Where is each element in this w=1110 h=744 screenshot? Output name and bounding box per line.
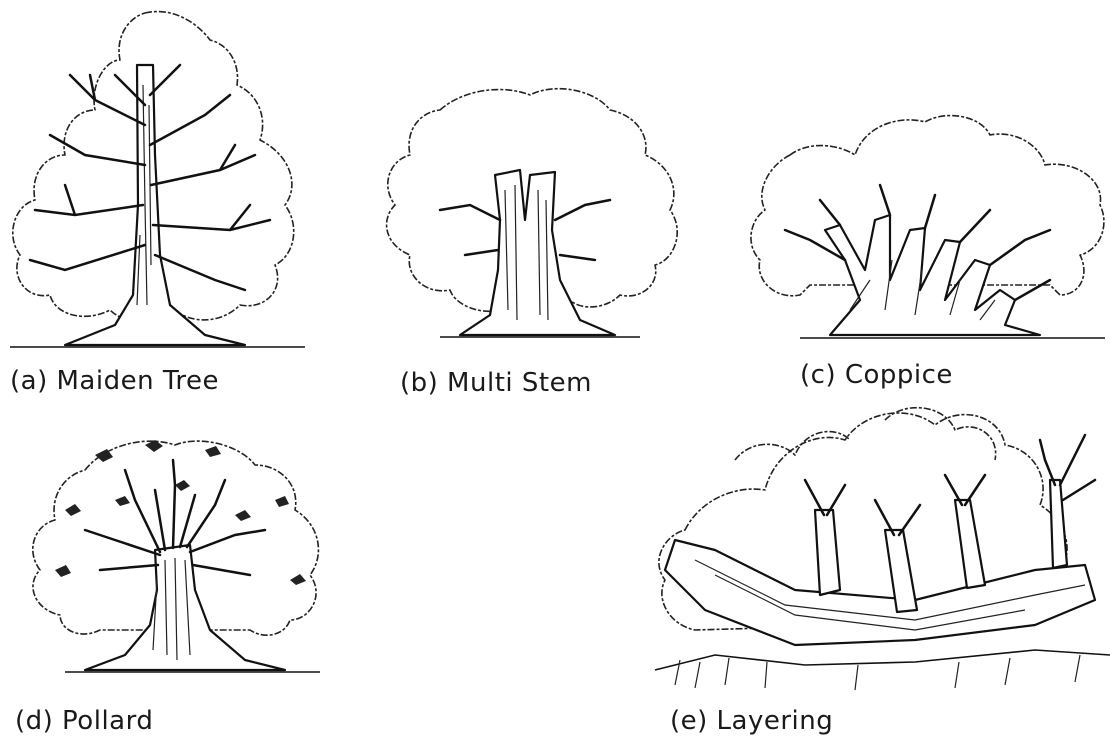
caption-maiden-tree: (a) Maiden Tree: [10, 366, 219, 396]
maiden-tree-illustration: [5, 5, 305, 350]
caption-layering: (e) Layering: [670, 706, 833, 736]
caption-pollard: (d) Pollard: [15, 706, 153, 736]
caption-coppice: (c) Coppice: [800, 360, 953, 390]
layering-illustration: [655, 400, 1110, 695]
pollard-illustration: [25, 430, 325, 675]
coppice-illustration: [750, 110, 1110, 345]
multi-stem-illustration: [380, 80, 680, 345]
caption-multi-stem: (b) Multi Stem: [400, 368, 592, 398]
